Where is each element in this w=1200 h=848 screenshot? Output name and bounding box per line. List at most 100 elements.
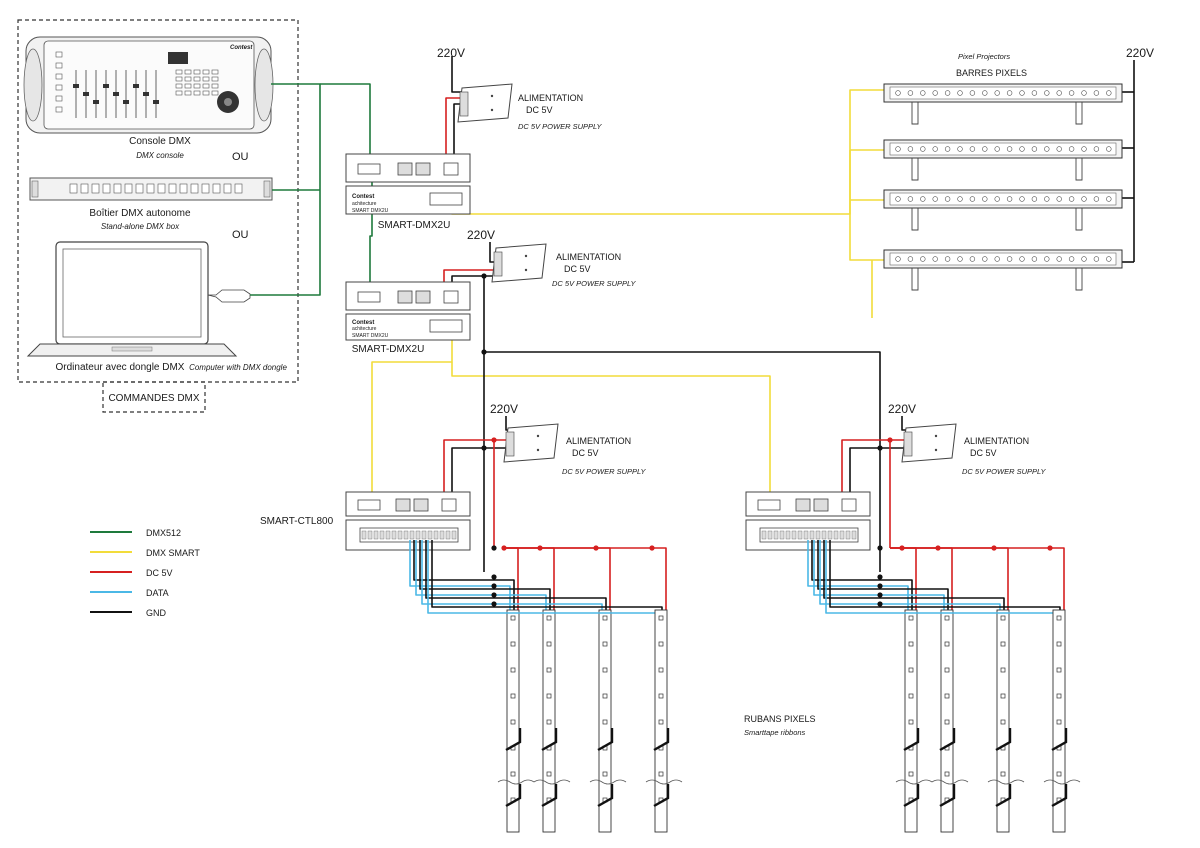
ribbon-pixel	[908, 667, 914, 673]
ctl-port	[357, 499, 381, 511]
pixel-bar-led	[1106, 90, 1112, 96]
wire-data-ribbon	[415, 540, 547, 612]
ctl-terminal	[409, 530, 415, 540]
power-supply-terminal	[505, 431, 515, 457]
ctl-port	[413, 498, 429, 512]
pixel-bar-bracket	[911, 158, 919, 181]
ctl-terminal	[785, 530, 791, 540]
power-supply-screw	[524, 268, 528, 272]
pixel-bar-bracket	[1075, 158, 1083, 181]
pixel-bar-led	[1068, 256, 1075, 262]
wire-data-ribbon	[825, 540, 1057, 614]
laptop-computer	[26, 241, 251, 357]
pixel-bar-lens-strip	[889, 252, 1117, 266]
ribbon-pixel	[510, 771, 516, 777]
console-button	[202, 83, 210, 89]
pixel-bar-led	[1044, 146, 1050, 152]
ctl-terminal	[451, 530, 457, 540]
console-button	[211, 83, 219, 89]
ribbon-pixel	[546, 615, 552, 621]
ribbon-break-mark	[645, 779, 683, 785]
ribbon-cut-mark	[653, 728, 670, 752]
box-button	[135, 183, 144, 194]
ribbon-pixel	[944, 615, 950, 621]
ribbon-pixel	[510, 615, 516, 621]
wire-gnd-ribbon	[431, 540, 663, 612]
console-label: Console DMX	[129, 136, 191, 147]
console-button	[211, 69, 219, 75]
wire-gnd-ribbon	[817, 540, 949, 612]
pixel-bar-bracket	[911, 208, 919, 231]
pixel-bar-led	[1093, 196, 1100, 202]
console-button	[184, 69, 192, 75]
pixel-bar-lens-strip	[889, 192, 1117, 206]
ctl-terminal	[797, 530, 803, 540]
ribbon-cut-mark	[505, 784, 522, 808]
ctl-terminal	[767, 530, 773, 540]
pixel-bar-led	[1106, 256, 1112, 262]
ctl-terminal	[815, 530, 821, 540]
junction-gnd	[481, 445, 487, 451]
box-button	[212, 183, 221, 194]
wire-gnd-bus-2	[484, 351, 881, 572]
pixel-bar-led	[1019, 196, 1025, 202]
power-supply-screw	[934, 434, 938, 438]
junction-gnd	[877, 445, 883, 451]
pixel-bar-led	[1006, 256, 1013, 262]
junction-gnd	[877, 574, 883, 580]
wire-gnd-supply-3	[451, 447, 508, 500]
pixel-bar-led	[932, 90, 938, 96]
wire-data-ribbon	[819, 540, 1001, 612]
pixel-bar-led	[932, 256, 938, 262]
standalone-box-label: Boîtier DMX autonome	[89, 208, 191, 219]
junction-gnd	[491, 601, 497, 607]
supply-2-v: DC 5V	[564, 264, 591, 274]
ctl-terminal	[415, 530, 421, 540]
ctl-terminal	[421, 530, 427, 540]
ribbon-pixel	[510, 641, 516, 647]
pixel-bar-led	[944, 196, 951, 202]
ctl-port	[841, 498, 857, 512]
junction-gnd	[877, 592, 883, 598]
pixel-bar-bracket	[911, 268, 919, 291]
console-button	[175, 90, 183, 96]
console-fader-knob	[153, 100, 159, 104]
supply-2-v-in: 220V	[467, 228, 495, 242]
wires	[250, 56, 1135, 572]
ctl-terminal	[439, 530, 445, 540]
console-button	[55, 51, 63, 58]
console-fader-knob	[73, 84, 79, 88]
power-supply-screw	[536, 448, 540, 452]
supply-1-v-in: 220V	[437, 46, 465, 60]
ctl-terminal	[821, 530, 827, 540]
ctl-terminal	[827, 530, 833, 540]
wire-smart-bar-4	[849, 214, 884, 261]
ribbon-pixel	[1056, 719, 1062, 725]
ctl-terminal	[809, 530, 815, 540]
wire-5v-ribbon	[504, 547, 611, 612]
pixel-bar-lens-strip	[889, 142, 1117, 156]
ribbon-cut-mark	[597, 784, 614, 808]
pixel-bar-led	[907, 256, 914, 262]
supply-4-v-in: 220V	[888, 402, 916, 416]
ribbon-cut-mark	[903, 784, 920, 808]
ctl-terminal	[845, 530, 851, 540]
wire-220v-supply-1	[451, 56, 462, 93]
ctl-terminal	[379, 530, 385, 540]
pixel-bar-led	[1081, 90, 1087, 96]
pixel-bar-led	[1056, 196, 1062, 202]
supply-1-label: ALIMENTATION	[518, 93, 583, 103]
ribbon-break-mark	[533, 779, 571, 785]
brand-2: Contest	[352, 320, 374, 326]
pixel-bar-bracket	[1075, 208, 1083, 231]
ribbon-cut-mark	[541, 784, 558, 808]
ctl-terminal-block	[359, 527, 459, 543]
supply-4-sub: DC 5V POWER SUPPLY	[962, 467, 1046, 476]
pixel-bar-led	[944, 90, 951, 96]
pixel-bar-led	[1031, 146, 1038, 152]
ctl-terminal	[361, 530, 367, 540]
pixel-bar-led	[920, 146, 926, 152]
wire-smart-to-ctl-1	[371, 326, 453, 496]
pixel-bar-led	[944, 256, 951, 262]
